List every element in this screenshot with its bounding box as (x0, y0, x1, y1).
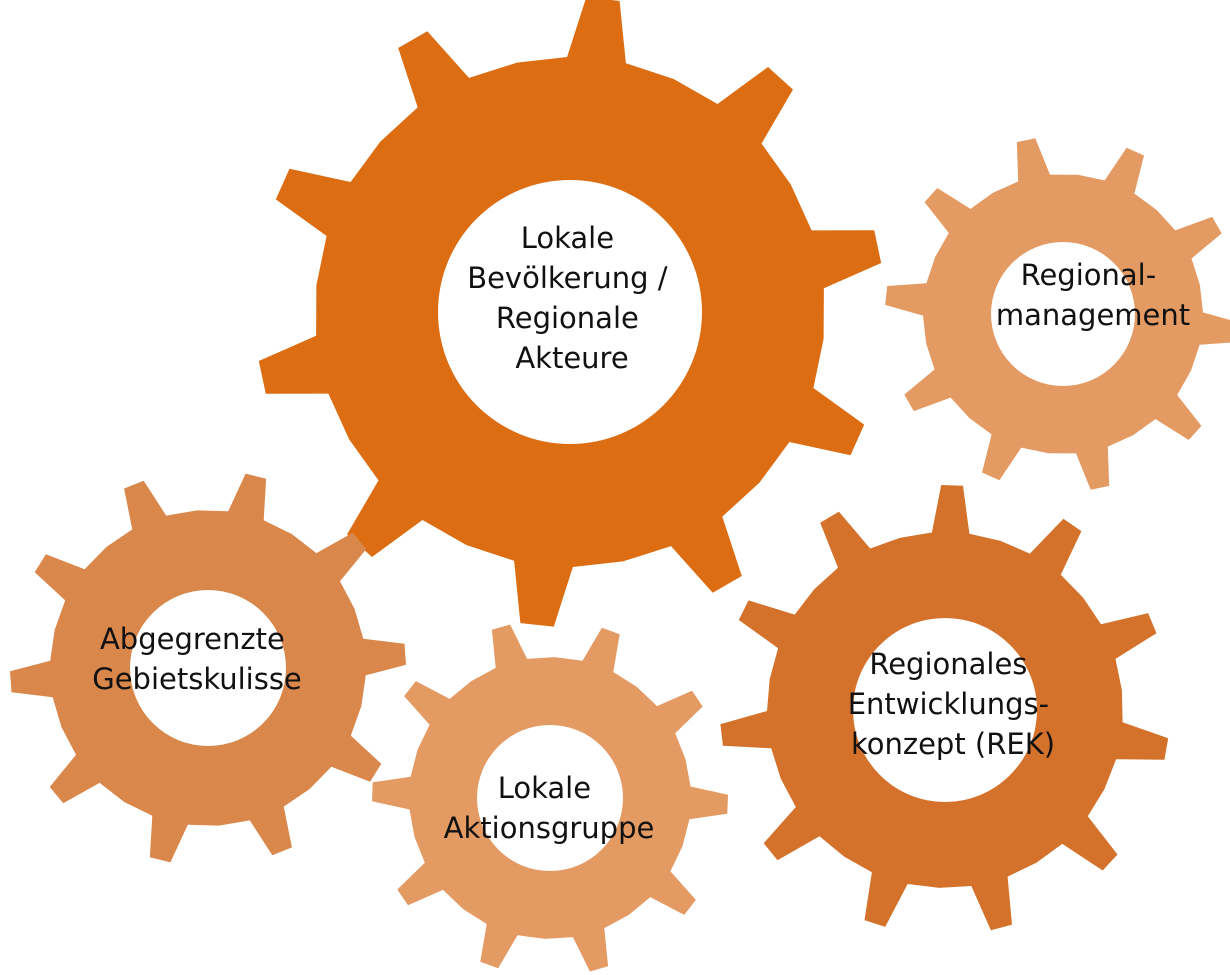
gear-regionalmanagement-hub (991, 242, 1135, 386)
gear-label-line: Lokale (521, 221, 614, 255)
gear-lokale-bevoelkerung-hub (438, 180, 702, 444)
gear-label-line: Regional- (1021, 258, 1157, 292)
gear-label-line: Akteure (515, 341, 628, 375)
gear-label-line: Aktionsgruppe (444, 811, 655, 845)
gear-abgegrenzte-gebietskulisse: Abgegrenzte Gebietskulisse (10, 473, 406, 863)
gear-abgegrenzte-gebietskulisse-hub (130, 590, 286, 746)
gear-lokale-aktionsgruppe-hub (477, 725, 623, 871)
gear-label-line: konzept (REK) (851, 727, 1055, 761)
gear-regionalmanagement-label: Regional- management (996, 258, 1190, 332)
gear-lokale-aktionsgruppe-label: Lokale Aktionsgruppe (444, 771, 655, 845)
gear-lokale-aktionsgruppe: Lokale Aktionsgruppe (372, 624, 728, 972)
gear-regionalmanagement: Regional- management (885, 138, 1230, 490)
gear-label-line: Bevölkerung / (467, 261, 668, 295)
gear-abgegrenzte-gebietskulisse-label: Abgegrenzte Gebietskulisse (92, 622, 302, 696)
gear-label-line: Regionale (496, 301, 639, 335)
gear-label-line: Lokale (498, 771, 591, 805)
gear-lokale-bevoelkerung: Lokale Bevölkerung / Regionale Akteure (258, 0, 882, 627)
gear-label-line: Gebietskulisse (92, 662, 302, 696)
gear-regionales-entwicklungskonzept: Regionales Entwicklungs- konzept (REK) (720, 485, 1169, 931)
gear-label-line: management (996, 298, 1190, 332)
gear-lokale-bevoelkerung-label: Lokale Bevölkerung / Regionale Akteure (467, 221, 677, 375)
gear-label-line: Entwicklungs- (848, 687, 1049, 721)
gear-label-line: Abgegrenzte (100, 622, 285, 656)
gear-regionales-entwicklungskonzept-hub (853, 618, 1037, 802)
gear-regionales-entwicklungskonzept-label: Regionales Entwicklungs- konzept (REK) (848, 647, 1059, 761)
gear-label-line: Regionales (869, 647, 1027, 681)
